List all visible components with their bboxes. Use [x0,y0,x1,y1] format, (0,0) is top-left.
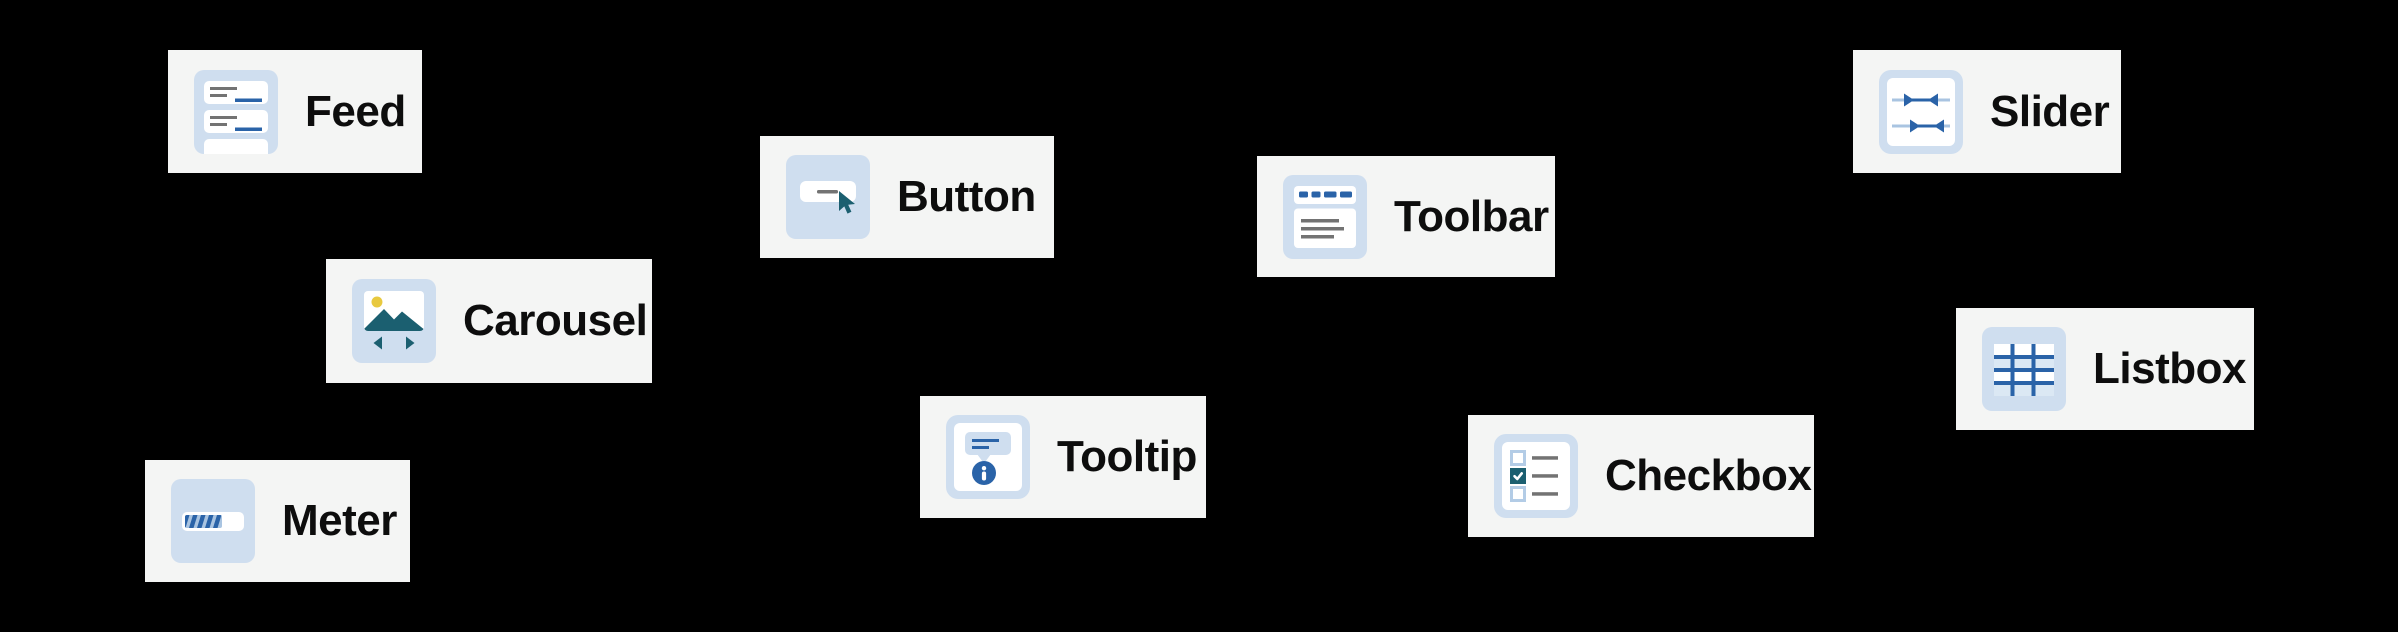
component-label: Checkbox [1605,451,1812,500]
component-label: Feed [305,86,406,136]
toolbar-icon [1283,174,1367,259]
meter-icon [171,479,255,563]
carousel-icon [352,279,436,363]
feed-card[interactable]: Feed [168,50,422,173]
component-label: Button [897,172,1036,221]
slider-card[interactable]: Slider [1853,50,2121,173]
checkbox-icon [1494,434,1578,518]
component-label: Listbox [2093,344,2246,393]
slider-icon [1879,69,1963,154]
component-label: Meter [282,496,397,545]
carousel-card[interactable]: Carousel [326,259,652,383]
meter-card[interactable]: Meter [145,460,410,582]
toolbar-card[interactable]: Toolbar [1257,156,1555,277]
listbox-card[interactable]: Listbox [1956,308,2254,430]
component-label: Carousel [463,296,648,345]
button-card[interactable]: Button [760,136,1054,258]
component-label: Toolbar [1394,191,1549,241]
component-label: Tooltip [1057,432,1197,481]
tooltip-icon [946,415,1030,499]
tooltip-card[interactable]: Tooltip [920,396,1206,518]
listbox-icon [1982,327,2066,411]
checkbox-card[interactable]: Checkbox [1468,415,1814,537]
button-icon [786,155,870,239]
feed-icon [194,69,278,154]
component-label: Slider [1990,86,2110,136]
